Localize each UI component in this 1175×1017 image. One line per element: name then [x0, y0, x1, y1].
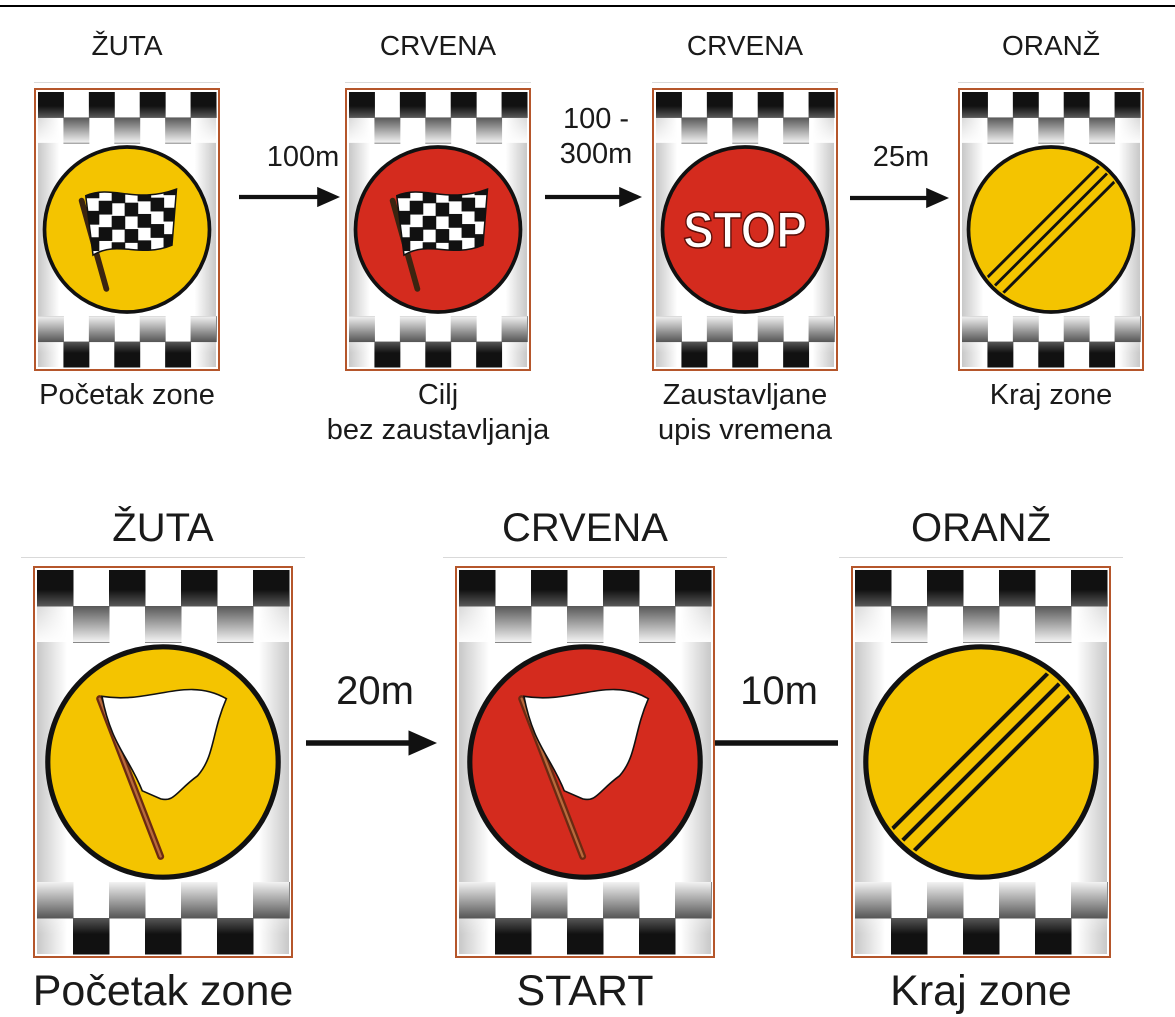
distance-label: 100m: [258, 140, 348, 175]
board-end-zone: ORANŽ Kraj zone: [958, 32, 1144, 452]
distance-label: 20m: [305, 668, 445, 716]
distance-label: 25m: [849, 140, 953, 175]
connector-line: [715, 740, 838, 746]
sign-panel: [34, 88, 220, 371]
board-header: CRVENA: [379, 30, 497, 61]
caption-line: bez zaustavljanja: [326, 413, 550, 446]
board-caption: Zaustavljane upis vremena: [612, 378, 878, 447]
board-start-zone: ŽUTA Početak zone: [34, 32, 220, 452]
white-flag-icon: [96, 688, 228, 860]
header-rule: [34, 82, 220, 83]
distance-line: 25m: [872, 141, 930, 173]
distance-line: 100m: [266, 141, 340, 173]
board-caption: Početak zone: [0, 378, 260, 413]
board-start-zone: ŽUTA Početak zone: [21, 506, 305, 1015]
board-header: CRVENA: [686, 30, 804, 61]
distance-line: 100 -: [562, 103, 630, 135]
caption-line: Kraj zone: [890, 967, 1072, 1015]
connector-5: 10m: [714, 668, 844, 768]
top-rule: [0, 5, 1175, 7]
connector-3: 25m: [849, 140, 953, 215]
caption-line: Cilj: [417, 379, 459, 411]
board-header: ORANŽ: [911, 506, 1051, 550]
sign-panel: [958, 88, 1144, 371]
distance-line: 20m: [336, 669, 414, 713]
board-caption: Cilj bez zaustavljanja: [305, 378, 571, 447]
end-of-zone-stripes-icon: [971, 150, 1131, 309]
board-caption: Kraj zone: [918, 378, 1175, 413]
header-rule: [21, 557, 305, 558]
board-caption: Kraj zone: [811, 966, 1151, 1017]
checkered-flag-icon: [389, 187, 489, 292]
caption-line: START: [516, 967, 654, 1015]
header-rule: [839, 557, 1123, 558]
board-header: ŽUTA: [91, 30, 163, 61]
header-rule: [958, 82, 1144, 83]
board-finish-no-stop: CRVENA Cilj bez zaustavljanja: [327, 30, 549, 452]
arrow-right-icon: [306, 730, 437, 756]
sign-panel: [33, 566, 293, 958]
board-caption: START: [415, 966, 755, 1017]
white-flag-icon: [518, 688, 650, 860]
header-rule: [652, 82, 838, 83]
board-start: CRVENA START: [443, 506, 727, 1015]
distance-label: 100 - 300m: [544, 102, 648, 171]
distance-line: 10m: [740, 669, 818, 713]
arrow-right-icon: [239, 186, 340, 208]
board-end-zone: ORANŽ Kraj zone: [839, 506, 1123, 1015]
connector-4: 20m: [305, 668, 445, 768]
caption-line: Početak zone: [32, 967, 294, 1015]
caption-line: Početak zone: [39, 379, 215, 411]
sign-panel: [345, 88, 531, 371]
distance-label: 10m: [714, 668, 844, 716]
end-of-zone-stripes-icon: [870, 651, 1092, 873]
caption-line: Zaustavljane: [662, 379, 828, 411]
arrow-right-icon: [545, 186, 642, 208]
arrow-right-icon: [850, 187, 949, 209]
header-rule: [443, 557, 727, 558]
stop-sign-text: STOP: [683, 202, 807, 259]
board-caption: Početak zone: [0, 966, 333, 1017]
board-header: ŽUTA: [112, 506, 214, 550]
board-header: CRVENA: [502, 506, 668, 550]
board-header: ORANŽ: [1002, 30, 1100, 61]
sign-panel: [455, 566, 715, 958]
caption-line: upis vremena: [657, 413, 833, 446]
caption-line: Kraj zone: [989, 379, 1113, 411]
checkered-flag-icon: [78, 187, 178, 292]
distance-line: 300m: [559, 137, 633, 170]
header-rule: [345, 82, 531, 83]
sign-panel: [851, 566, 1111, 958]
sign-panel: STOP: [652, 88, 838, 371]
connector-2: 100 - 300m: [544, 102, 648, 217]
board-stop-time: CRVENA STOP Zaustavljane upis vremena: [652, 32, 838, 452]
connector-1: 100m: [238, 140, 348, 215]
